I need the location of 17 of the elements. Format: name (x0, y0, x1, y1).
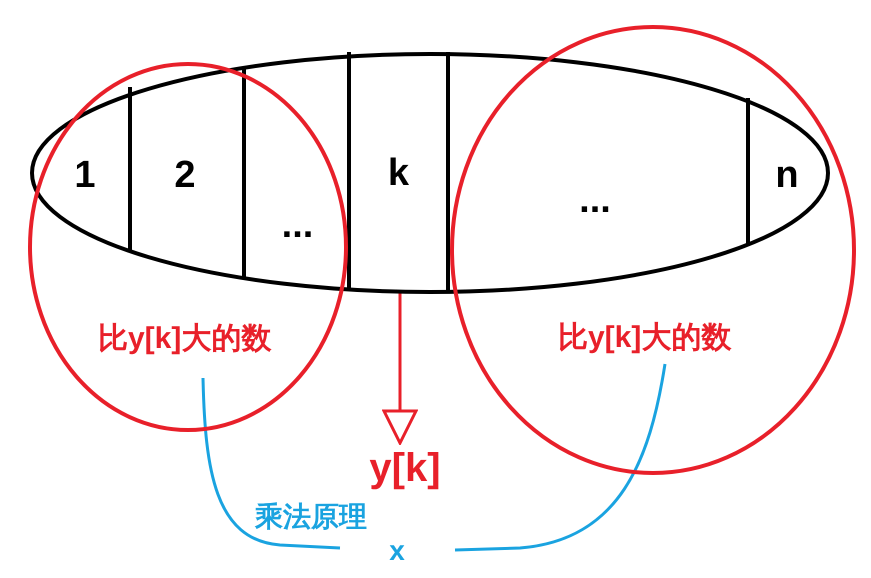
note-label: 乘法原理 (255, 500, 367, 534)
sequence-cell: n (752, 140, 822, 210)
set-label: 比y[k]大的数 (558, 320, 732, 356)
set-label: 比y[k]大的数 (98, 321, 272, 357)
arrow (382, 293, 418, 444)
sequence-ellipse (30, 52, 830, 294)
variable-text: x (386, 536, 408, 566)
sequence-cell: 2 (140, 140, 230, 210)
result-text: y[k] (360, 444, 450, 492)
set-circle (28, 62, 348, 432)
connector-line (454, 364, 666, 552)
sequence-cell: 1 (50, 140, 120, 210)
connector-line (202, 378, 340, 550)
set-circle (450, 25, 856, 475)
sequence-cell: ... (520, 170, 670, 230)
sequence-cell: k (352, 56, 445, 290)
sequence-cell: ... (255, 195, 340, 255)
